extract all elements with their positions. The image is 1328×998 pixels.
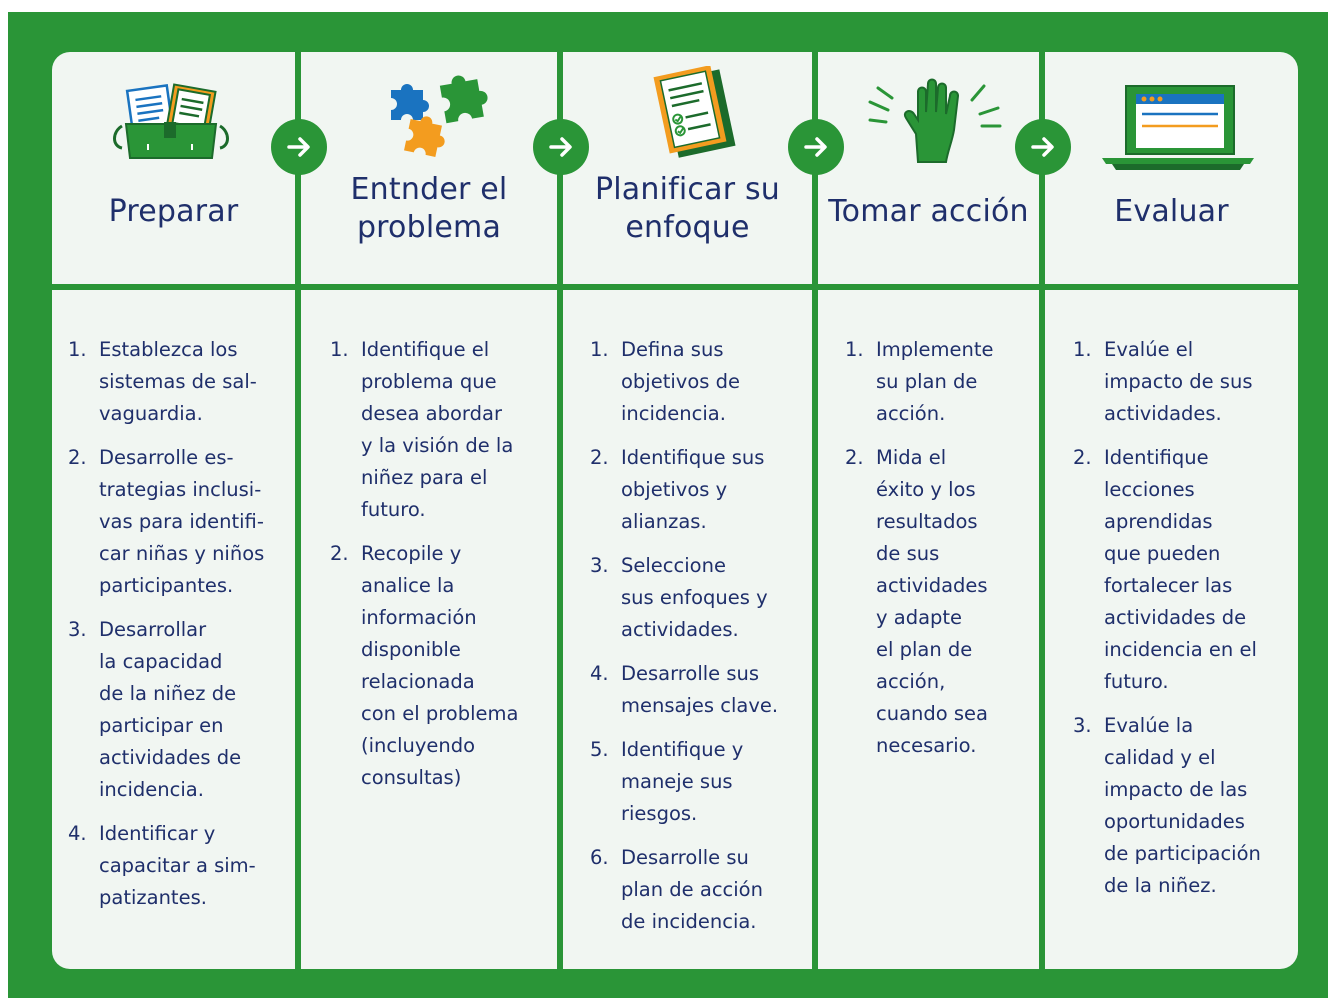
- step-text: Identificar y capacitar a sim- patizante…: [99, 822, 256, 909]
- step-number: 3.: [68, 618, 87, 641]
- step-number: 3.: [1073, 714, 1092, 737]
- arrow-right-icon: [1015, 119, 1071, 175]
- header-divider: [52, 284, 1298, 290]
- step-text: Desarrollar la capacidad de la niñez de …: [99, 618, 242, 801]
- steps-list-entender: 1. Identifique el problema que desea abor…: [330, 334, 552, 806]
- step-item: 4. Identificar y capacitar a sim- patizan…: [68, 818, 286, 914]
- step-item: 1. Evalúe el impacto de sus actividades.: [1073, 334, 1295, 430]
- step-number: 1.: [845, 338, 864, 361]
- column-divider: [1039, 52, 1045, 969]
- step-item: 2. Identifique lecciones aprendidas que p…: [1073, 442, 1295, 698]
- process-panel: [52, 52, 1298, 969]
- title-line: enfoque: [625, 210, 750, 245]
- step-number: 2.: [68, 446, 87, 469]
- step-item: 3. Desarrollar la capacidad de la niñez d…: [68, 614, 286, 806]
- step-number: 2.: [590, 446, 609, 469]
- step-text: Evalúe la calidad y el impacto de las op…: [1104, 714, 1261, 897]
- step-text: Mida el éxito y los resultados de sus ac…: [876, 446, 989, 757]
- arrow-right-icon: [533, 119, 589, 175]
- column-title-preparar: Preparar: [108, 194, 239, 229]
- step-number: 1.: [330, 338, 349, 361]
- steps-list-preparar: 1. Establezca los sistemas de sal- vaguar…: [68, 334, 286, 926]
- title-line: Entnder el: [350, 172, 508, 207]
- column-title-evaluar: Evaluar: [1114, 194, 1229, 229]
- raised-hand-icon: [868, 78, 1002, 163]
- step-number: 4.: [590, 662, 609, 685]
- step-text: Seleccione sus enfoques y actividades.: [621, 554, 768, 641]
- step-item: 3. Evalúe la calidad y el impacto de las …: [1073, 710, 1295, 902]
- step-text: Implemente su plan de acción.: [876, 338, 994, 425]
- step-text: Desarrolle su plan de acción de incidenc…: [621, 846, 763, 933]
- arrow-right-icon: [271, 119, 327, 175]
- step-number: 5.: [590, 738, 609, 761]
- step-item: 1. Defina sus objetivos de incidencia.: [590, 334, 808, 430]
- step-number: 1.: [1073, 338, 1092, 361]
- arrow-right-icon: [788, 119, 844, 175]
- step-item: 1. Establezca los sistemas de sal- vaguar…: [68, 334, 286, 430]
- title-line: Planificar su: [594, 172, 781, 207]
- title-line: problema: [356, 210, 502, 245]
- column-divider: [557, 52, 563, 969]
- step-item: 1. Implemente su plan de acción.: [845, 334, 1035, 430]
- step-text: Desarrolle es- trategias inclusi- vas pa…: [99, 446, 265, 597]
- column-title-planificar: Planificar su enfoque: [563, 171, 812, 247]
- step-item: 2. Identifique sus objetivos y alianzas.: [590, 442, 808, 538]
- column-divider: [812, 52, 818, 969]
- step-text: Identifique y maneje sus riesgos.: [621, 738, 744, 825]
- step-text: Identifique el problema que desea aborda…: [361, 338, 514, 521]
- step-number: 6.: [590, 846, 609, 869]
- steps-list-evaluar: 1. Evalúe el impacto de sus actividades. 2…: [1073, 334, 1295, 914]
- step-number: 2.: [845, 446, 864, 469]
- step-number: 4.: [68, 822, 87, 845]
- step-text: Evalúe el impacto de sus actividades.: [1104, 338, 1253, 425]
- step-item: 2. Desarrolle es- trategias inclusi- vas …: [68, 442, 286, 602]
- steps-list-planificar: 1. Defina sus objetivos de incidencia. 2. I…: [590, 334, 808, 950]
- step-item: 2. Recopile y analice la información disp…: [330, 538, 552, 794]
- step-text: Desarrolle sus mensajes clave.: [621, 662, 779, 717]
- step-text: Defina sus objetivos de incidencia.: [621, 338, 740, 425]
- step-text: Establezca los sistemas de sal- vaguardi…: [99, 338, 257, 425]
- column-title-tomar-accion: Tomar acción: [828, 194, 1029, 229]
- step-number: 2.: [1073, 446, 1092, 469]
- step-number: 3.: [590, 554, 609, 577]
- step-number: 1.: [68, 338, 87, 361]
- step-item: 3. Seleccione sus enfoques y actividades.: [590, 550, 808, 646]
- step-text: Identifique lecciones aprendidas que pue…: [1104, 446, 1257, 693]
- step-text: Recopile y analice la información dispon…: [361, 542, 519, 789]
- step-item: 6. Desarrolle su plan de acción de incide…: [590, 842, 808, 938]
- step-item: 1. Identifique el problema que desea abor…: [330, 334, 552, 526]
- step-item: 2. Mida el éxito y los resultados de sus …: [845, 442, 1035, 762]
- toolbox-with-documents-icon: [113, 83, 229, 159]
- step-item: 4. Desarrolle sus mensajes clave.: [590, 658, 808, 722]
- step-number: 1.: [590, 338, 609, 361]
- column-divider: [295, 52, 301, 969]
- step-number: 2.: [330, 542, 349, 565]
- puzzle-pieces-icon: [391, 75, 488, 157]
- step-text: Identifique sus objetivos y alianzas.: [621, 446, 765, 533]
- steps-list-tomar-accion: 1. Implemente su plan de acción. 2. Mida el…: [845, 334, 1035, 774]
- column-title-entender: Entnder el problema: [301, 171, 557, 247]
- step-item: 5. Identifique y maneje sus riesgos.: [590, 734, 808, 830]
- laptop-icon: [1102, 85, 1254, 170]
- checklist-icon: [653, 66, 736, 158]
